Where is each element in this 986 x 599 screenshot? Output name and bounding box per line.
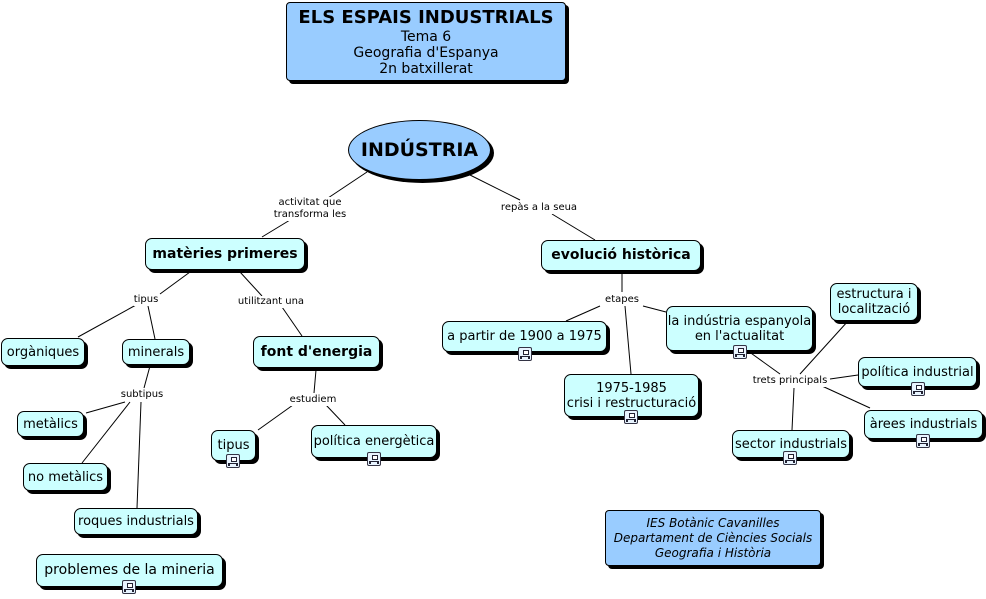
- node-industria-actualitat[interactable]: la indústria espanyola en l'actualitat: [666, 306, 813, 351]
- resource-map-icon[interactable]: [367, 452, 381, 466]
- node-organiques[interactable]: orgàniques: [1, 338, 85, 366]
- link-label-tipus: tipus: [133, 294, 159, 306]
- credit-subject: Geografia i Història: [654, 545, 772, 560]
- node-minerals[interactable]: minerals: [122, 339, 190, 365]
- node-font-energia[interactable]: font d'energia: [253, 336, 380, 368]
- node-estructura-localitzacio[interactable]: estructura i localització: [830, 283, 918, 321]
- node-periode-crisi-label: crisi i restructuració: [566, 395, 697, 411]
- resource-map-icon[interactable]: [518, 347, 532, 361]
- resource-map-icon[interactable]: [122, 580, 136, 594]
- title-line-topic: Tema 6: [400, 28, 452, 45]
- node-estructura-label-1: estructura i: [836, 287, 912, 302]
- node-materies-primeres[interactable]: matèries primeres: [145, 238, 305, 270]
- node-periode-1975-1985[interactable]: 1975-1985 crisi i restructuració: [564, 374, 699, 417]
- node-evolucio-historica[interactable]: evolució històrica: [541, 240, 701, 271]
- node-metalics[interactable]: metàlics: [17, 411, 84, 437]
- title-line-subject: Geografia d'Espanya: [353, 44, 499, 61]
- resource-map-icon[interactable]: [783, 451, 797, 465]
- resource-map-icon[interactable]: [916, 434, 930, 448]
- title-line-course: 2n batxillerat: [379, 60, 473, 77]
- resource-map-icon[interactable]: [733, 345, 747, 359]
- link-label-etapes: etapes: [605, 294, 639, 306]
- link-label-utilitzant: utilitzant una: [237, 296, 305, 308]
- node-problemes-mineria-label: problemes de la mineria: [44, 562, 215, 578]
- node-roques-industrials[interactable]: roques industrials: [74, 508, 198, 535]
- central-concept[interactable]: INDÚSTRIA: [348, 120, 491, 180]
- link-label-repas: repàs a la seua: [500, 202, 578, 214]
- node-actualitat-label-1: la indústria espanyola: [667, 313, 812, 329]
- link-label-trets: trets principals: [752, 375, 828, 387]
- node-periode-1975-label: 1975-1985: [596, 380, 667, 396]
- map-title: ELS ESPAIS INDUSTRIALS: [298, 6, 554, 28]
- resource-map-icon[interactable]: [911, 382, 925, 396]
- node-actualitat-label-2: en l'actualitat: [694, 328, 785, 344]
- title-box: ELS ESPAIS INDUSTRIALS Tema 6 Geografia …: [286, 2, 566, 81]
- link-label-subtipus: subtipus: [120, 389, 164, 401]
- credit-department: Departament de Ciències Socials: [613, 530, 813, 545]
- credit-box: IES Botànic Cavanilles Departament de Ci…: [605, 510, 821, 566]
- node-estructura-label-2: localització: [837, 302, 911, 317]
- resource-map-icon[interactable]: [624, 410, 638, 424]
- resource-map-icon[interactable]: [226, 454, 240, 468]
- link-label-estudiem: estudiem: [289, 394, 337, 406]
- link-label-activitat: activitat que transforma les: [273, 197, 347, 221]
- node-no-metalics[interactable]: no metàlics: [23, 463, 108, 491]
- credit-school: IES Botànic Cavanilles: [646, 515, 780, 530]
